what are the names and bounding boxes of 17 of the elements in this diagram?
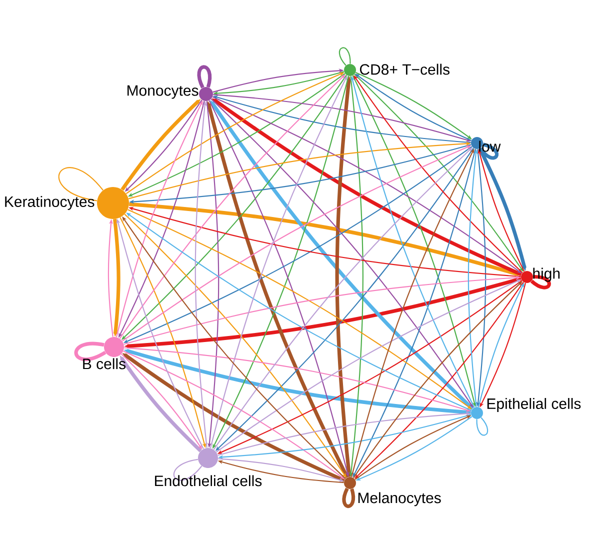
node-dot: [97, 187, 129, 219]
node-dot: [104, 336, 124, 357]
node-label: low: [479, 140, 501, 152]
node-label: Epithelial cells: [487, 398, 581, 412]
node-dot: [344, 476, 356, 489]
node-label: Keratinocytes: [5, 196, 94, 210]
node-dot: [344, 64, 356, 76]
node-dot: [521, 270, 533, 283]
node-label: high: [533, 268, 560, 282]
node-dot: [199, 86, 213, 101]
node-label: B cells: [83, 358, 126, 370]
node-label: Monocytes: [128, 85, 198, 99]
node-dot: [471, 406, 483, 419]
node-label: Melanocytes: [358, 492, 441, 506]
node-dot: [198, 448, 218, 468]
node-label: CD8+ T−cells: [360, 64, 450, 75]
node-label: Endothelial cells: [155, 475, 262, 486]
